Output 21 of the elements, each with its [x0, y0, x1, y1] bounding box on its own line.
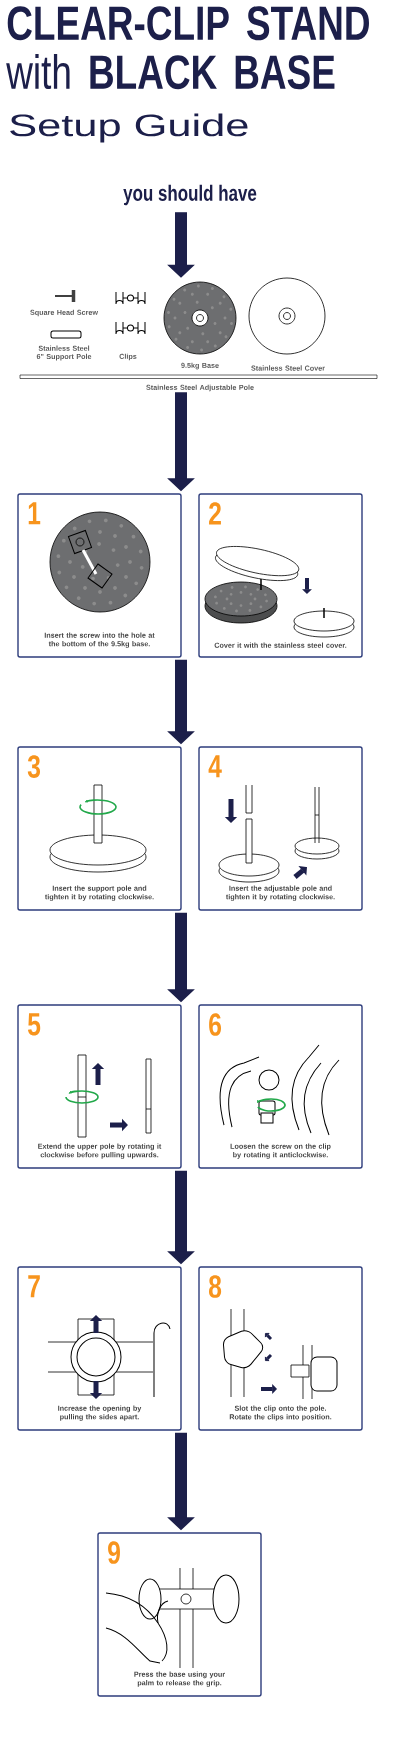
step-number: 2 [209, 502, 221, 525]
title: CLEAR-CLIP STAND with BLACK BASE [6, 6, 369, 90]
step-number: 8 [209, 1275, 222, 1298]
step-box [17, 746, 182, 911]
step-box [97, 1532, 262, 1697]
step-number: 3 [27, 755, 40, 778]
step-number: 9 [108, 1541, 120, 1564]
step-number: 7 [28, 1275, 40, 1298]
subtitle: Setup Guide [10, 113, 248, 143]
step-box [198, 746, 363, 911]
step-number: 4 [208, 755, 222, 778]
step-number: 6 [209, 1013, 221, 1036]
step-box [17, 493, 182, 658]
step-box [17, 1004, 182, 1169]
step-box [17, 1266, 182, 1431]
step-box [198, 1004, 363, 1169]
step-box [198, 493, 363, 658]
heading: you should have [123, 184, 257, 206]
step-number: 1 [28, 502, 41, 525]
step-box [198, 1266, 363, 1431]
step-number: 5 [27, 1013, 41, 1036]
